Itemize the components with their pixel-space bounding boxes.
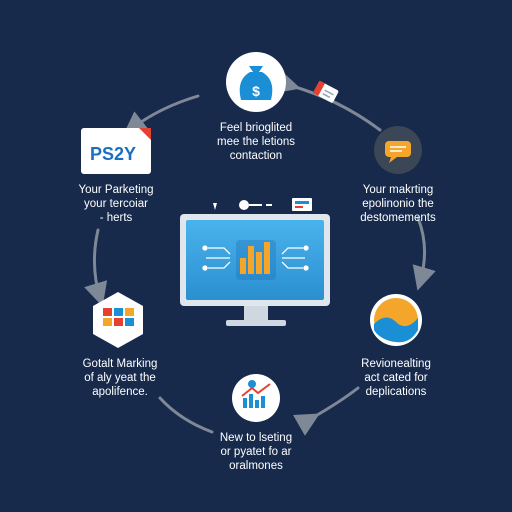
plug-icon (239, 200, 272, 210)
node-top-icon: $ (226, 52, 286, 112)
node-left-icon (93, 292, 143, 348)
node-top-right-icon (374, 126, 422, 174)
node-right-icon (370, 294, 422, 346)
money-bag-symbol: $ (252, 83, 260, 99)
money-bag-icon: $ (239, 66, 273, 100)
cycle-arrows (84, 70, 436, 436)
arrow-topright-to-top (274, 70, 382, 132)
arrow-left-to-bottom (158, 396, 214, 434)
envelope-card-icon (313, 80, 339, 103)
pin-icon (213, 203, 217, 210)
node-top-left-icon: PS2Y (81, 128, 151, 174)
arrow-bottom-to-right (293, 386, 360, 436)
arrow-right-to-topright (412, 216, 436, 291)
circuit-lines-right-icon (281, 245, 309, 271)
node-top-left-label: Your Parketing your tercoiar - herts (78, 184, 154, 224)
node-left-label: Gotalt Marking of aly yeat the apolifenc… (82, 358, 158, 398)
node-bottom-icon (232, 374, 280, 422)
wave-chart-icon (374, 298, 418, 343)
laptop-icon (292, 198, 312, 211)
dashboard-monitor (180, 214, 330, 326)
node-bottom-label: New to lseting or pyatet fo ar oralmones (219, 432, 293, 472)
circuit-lines-left-icon (202, 245, 231, 271)
bar-chart-icon (236, 240, 276, 280)
tiles-grid-icon (103, 308, 134, 326)
arrow-top-to-topleft (122, 94, 200, 136)
ps2y-card-text: PS2Y (90, 144, 136, 164)
chat-bubble-icon (385, 141, 411, 163)
node-top-right-label: Your makrting epolinonio the destomement… (360, 184, 436, 224)
growth-chart-icon (241, 380, 271, 408)
node-top-label: Feel brioglited mee the letions contacti… (217, 122, 295, 162)
arrow-topleft-to-left (84, 228, 108, 307)
node-right-label: Revionealting act cated for deplications (361, 358, 431, 398)
